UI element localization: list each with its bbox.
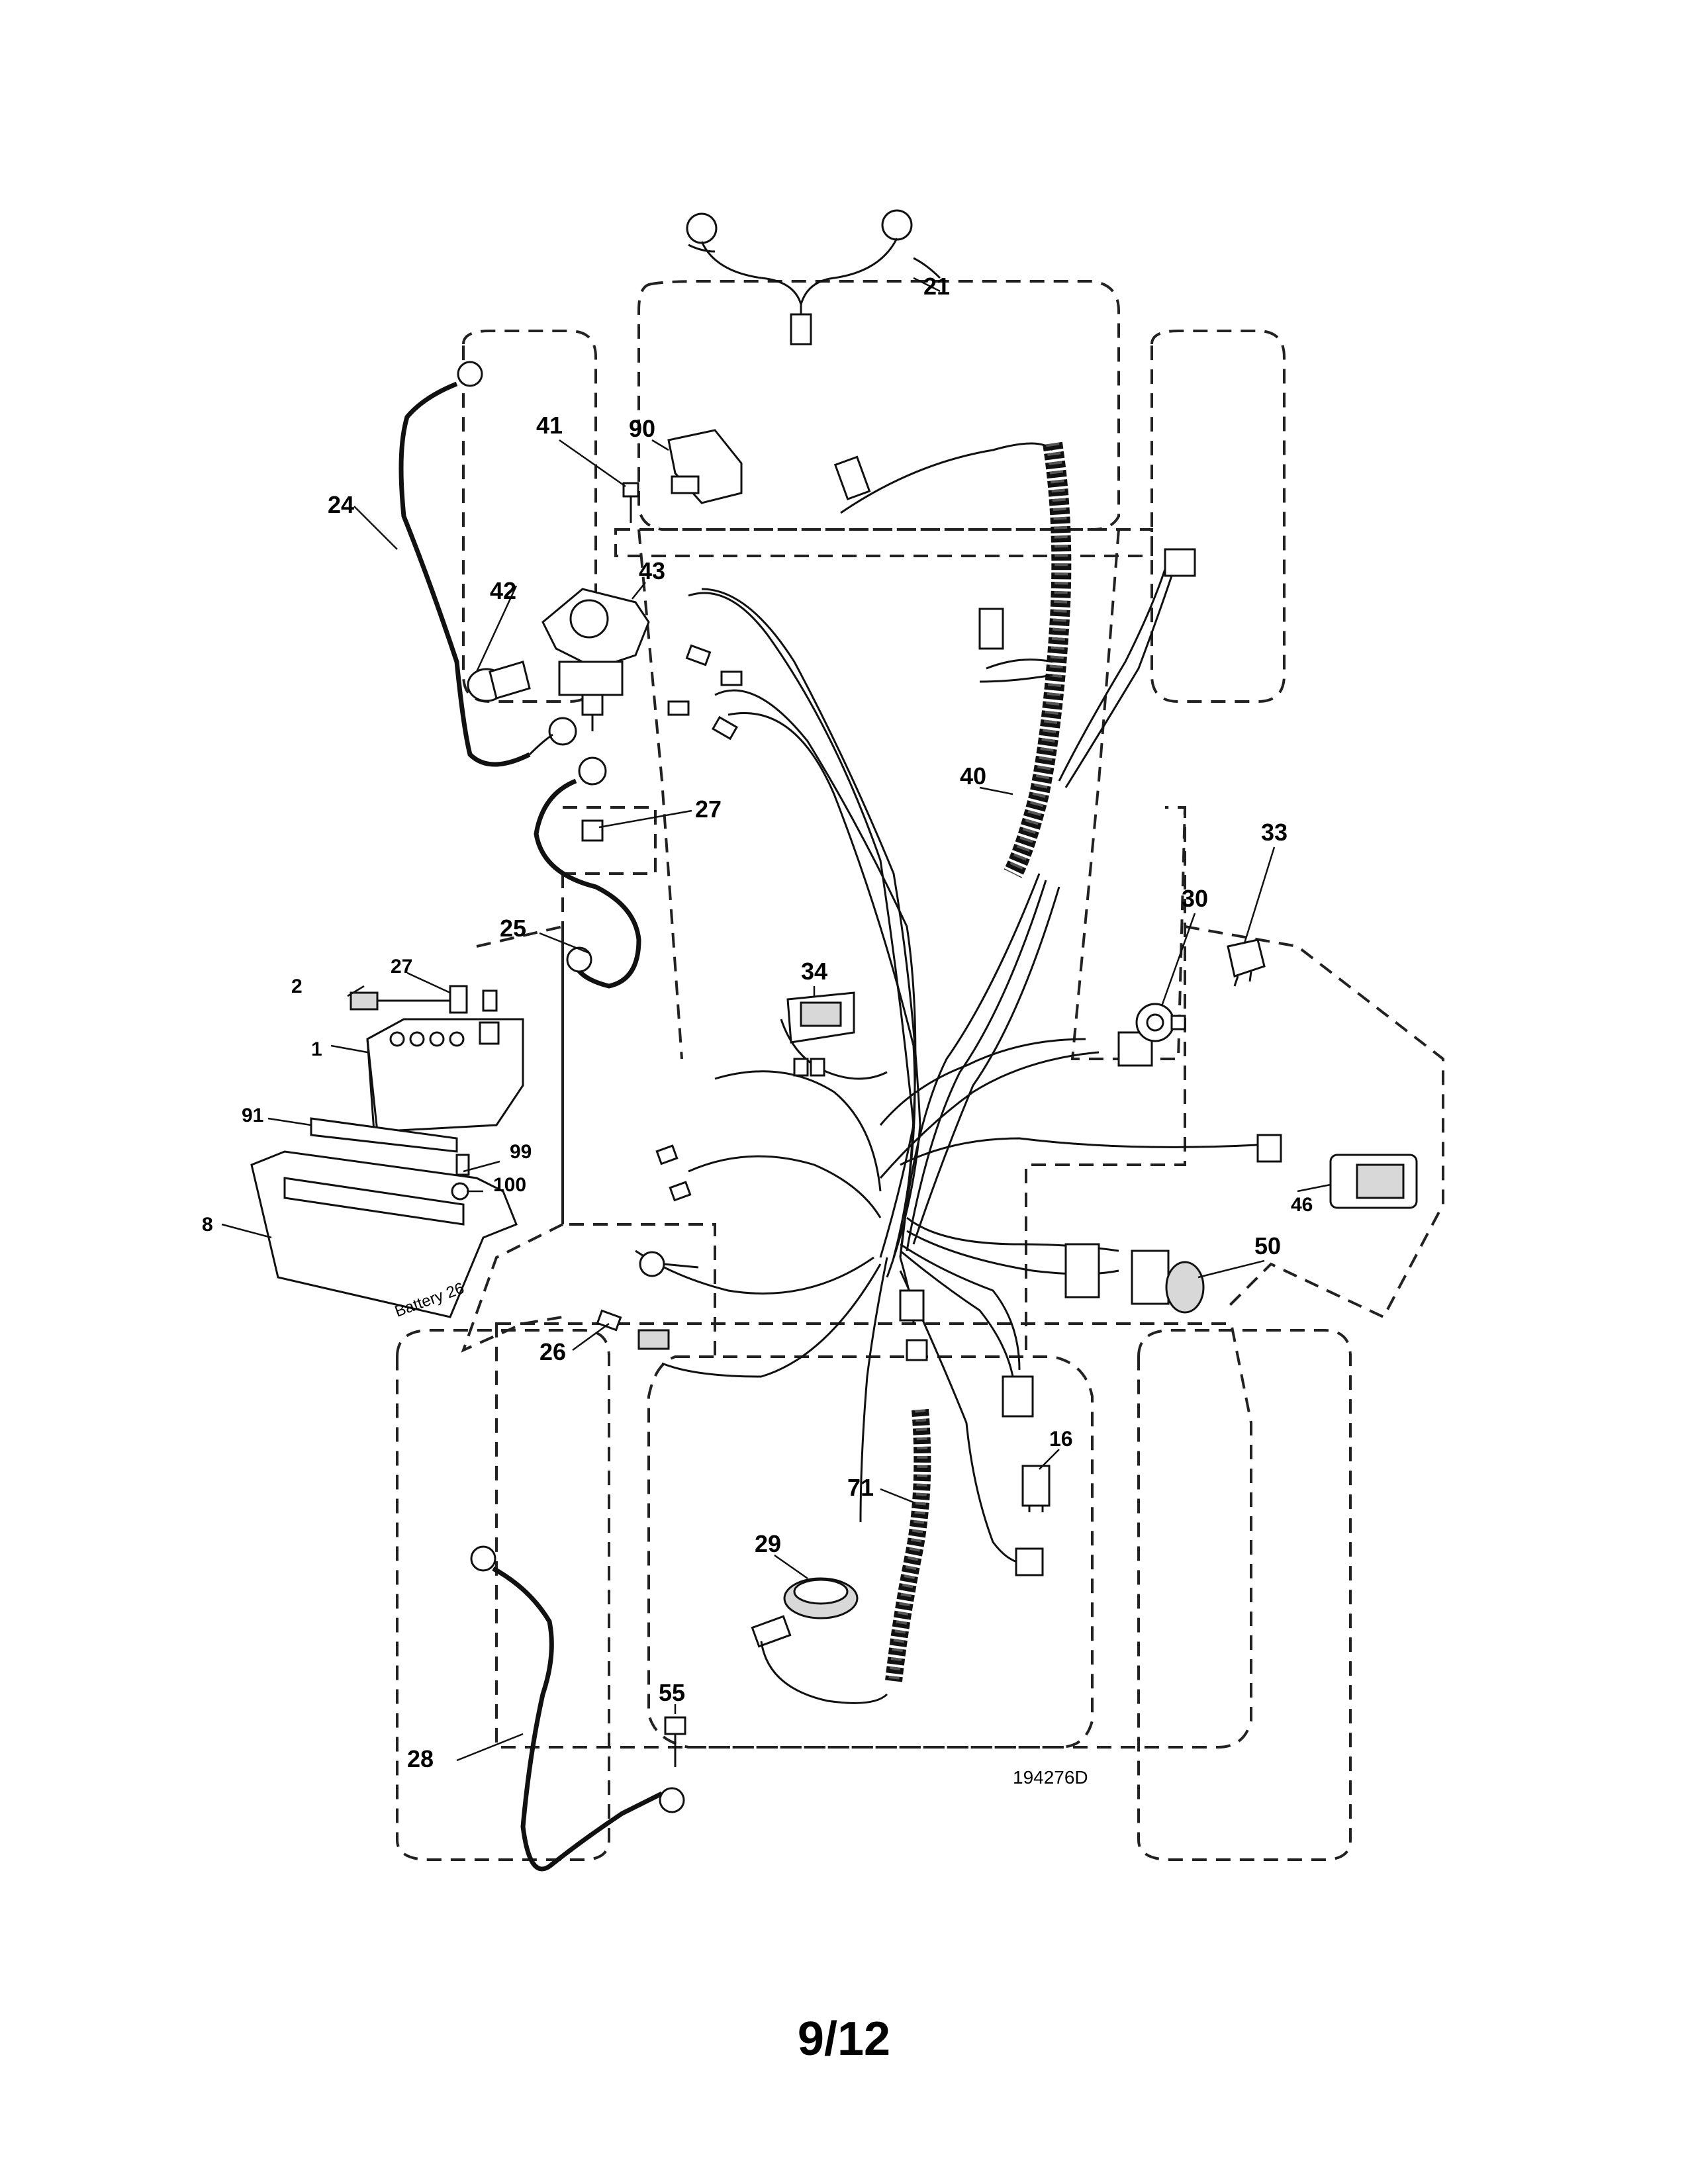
battery-assembly (250, 985, 524, 1318)
headlight-harness-21 (686, 209, 941, 345)
callout-25: 25 (500, 915, 526, 942)
switch-46 (1329, 1154, 1418, 1209)
callout-41: 41 (536, 412, 563, 439)
chassis-outline (396, 280, 1444, 1861)
callout-46: 46 (1291, 1194, 1313, 1216)
callout-33: 33 (1261, 819, 1288, 846)
callout-30: 30 (1182, 885, 1208, 912)
callout-29: 29 (755, 1530, 781, 1557)
callout-91: 91 (242, 1105, 263, 1126)
callout-43: 43 (639, 557, 665, 584)
callout-21: 21 (923, 273, 950, 300)
seat-switch-29 (751, 1577, 888, 1704)
ring-terminal (639, 1251, 699, 1277)
callout-100: 100 (493, 1174, 526, 1196)
callout-34: 34 (801, 958, 827, 985)
callout-24: 24 (328, 491, 354, 518)
callout-16: 16 (1049, 1427, 1073, 1451)
cable-25 (534, 756, 641, 989)
switch-34 (786, 991, 855, 1044)
callout-90: 90 (629, 415, 655, 442)
relay-16 (1021, 1465, 1051, 1512)
callout-1: 1 (311, 1038, 322, 1060)
callout-71: 71 (847, 1474, 874, 1501)
callout-26: 26 (539, 1338, 566, 1365)
callout-99: 99 (510, 1141, 532, 1163)
callout-42: 42 (490, 577, 516, 604)
conduit-71 (885, 1408, 931, 1682)
boot-90 (667, 429, 743, 504)
callout-27-upper: 27 (695, 796, 722, 823)
boot-42 (467, 660, 531, 702)
nut-27 (581, 819, 604, 842)
callout-50: 50 (1254, 1232, 1281, 1259)
starter-solenoid-43 (541, 588, 650, 731)
drawing-number: 194276D (1013, 1767, 1088, 1788)
switch-33 (1227, 938, 1266, 987)
callout-labels: 21 24 41 90 42 43 40 27 25 27 2 1 91 99 … (202, 273, 1313, 1788)
callout-40: 40 (960, 762, 986, 790)
bolt-41 (622, 482, 639, 523)
callout-28: 28 (407, 1745, 434, 1772)
page-number: 9/12 (798, 2013, 890, 2066)
leader-lines (221, 277, 1331, 1762)
callout-2: 2 (291, 976, 303, 997)
callout-27-lower: 27 (391, 956, 412, 978)
fuse-26 (596, 1309, 670, 1350)
bolt-55 (664, 1716, 686, 1767)
harness-connectors (655, 455, 1282, 1576)
callout-55: 55 (659, 1679, 685, 1706)
ignition-switch-30 (1135, 1003, 1186, 1042)
callout-8: 8 (202, 1214, 213, 1236)
cable-24 (399, 361, 577, 767)
cable-28 (470, 1545, 685, 1872)
conduit-40 (840, 441, 1173, 878)
pto-switch-50 (1131, 1250, 1205, 1314)
